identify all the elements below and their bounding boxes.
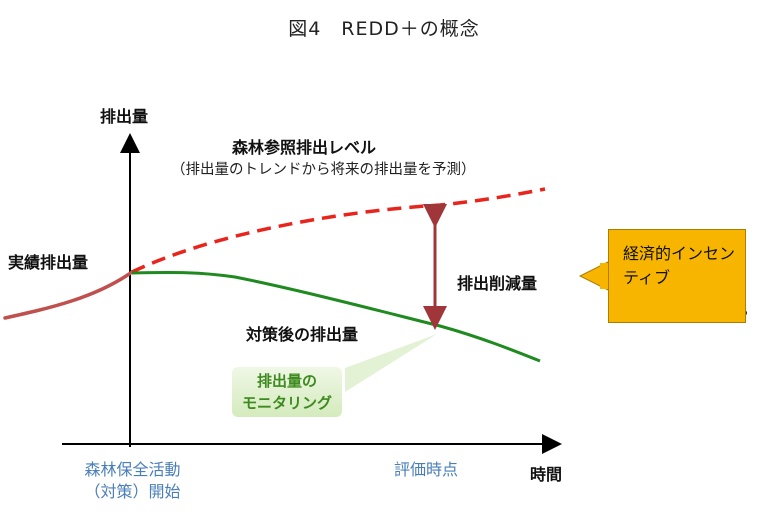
reference-level-label: 森林参照排出レベル (232, 138, 377, 157)
monitoring-label-line2: モニタリング (241, 394, 332, 412)
diagram-title: 図4 REDD＋の概念 (288, 18, 480, 40)
evaluation-label: 評価時点 (394, 460, 459, 479)
incentive-box: 経済的インセンティブ (608, 229, 746, 323)
reference-level-curve (131, 187, 546, 274)
reference-level-note: （排出量のトレンドから将来の排出量を予測） (171, 162, 476, 178)
x-axis-label: 時間 (530, 465, 563, 484)
post-measures-label: 対策後の排出量 (246, 325, 359, 344)
monitoring-callout-pointer (345, 334, 437, 392)
actual-emissions-label: 実績排出量 (8, 253, 89, 272)
monitoring-label-line1: 排出量の (256, 372, 317, 390)
actual-emissions-curve (3, 270, 134, 320)
incentive-label: 経済的インセンティブ (623, 244, 736, 287)
monitoring-callout: 排出量の モニタリング (232, 367, 342, 417)
y-axis-label: 排出量 (100, 107, 149, 126)
start-label-line2: （対策）開始 (84, 482, 181, 501)
start-label: 森林保全活動 （対策）開始 (60, 459, 205, 503)
start-label-line1: 森林保全活動 (84, 460, 181, 479)
post-measures-curve (131, 270, 541, 363)
reduction-label: 排出削減量 (457, 274, 538, 293)
